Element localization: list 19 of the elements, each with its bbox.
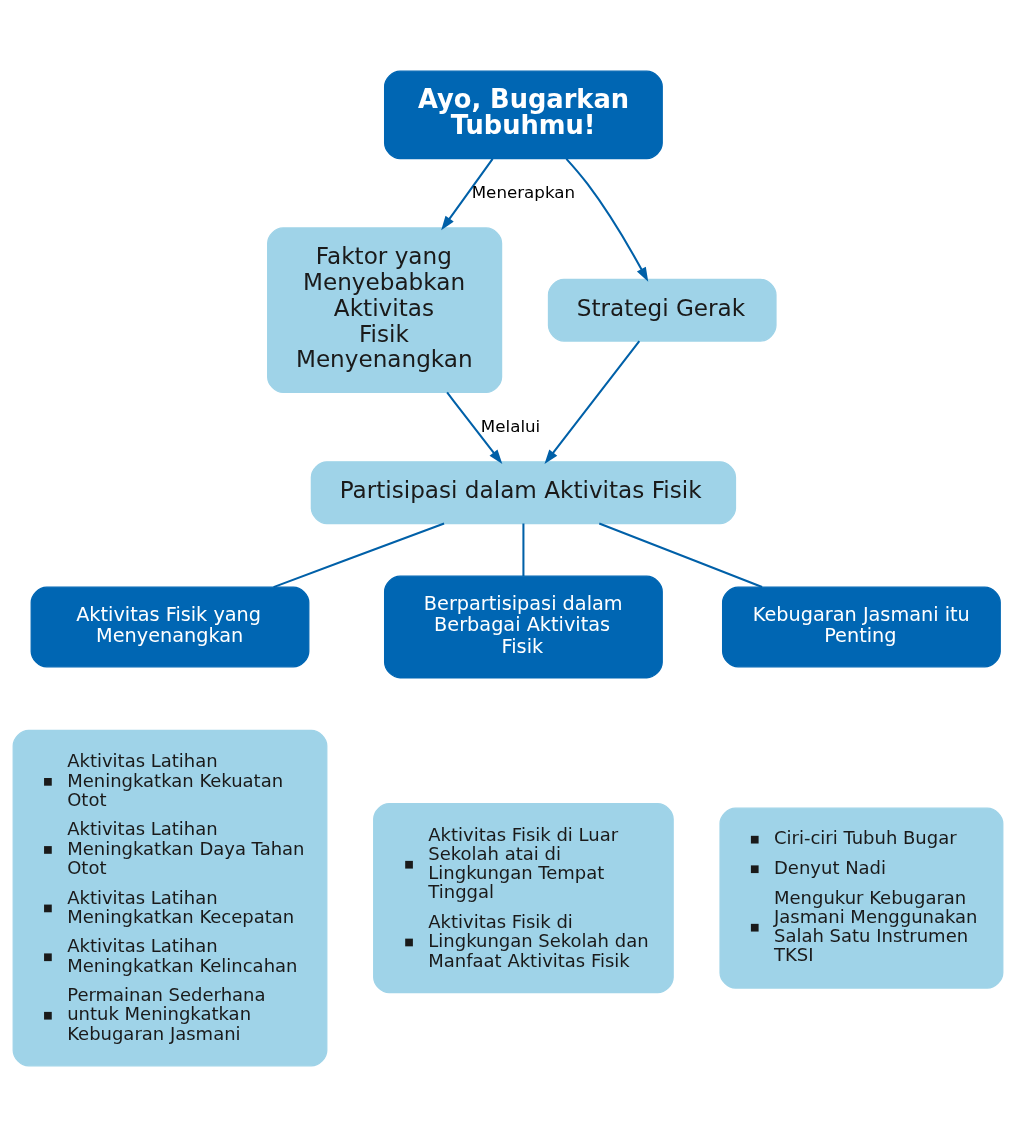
arrow — [565, 158, 649, 282]
node-box: Aktivitas Fisik di Luar Sekolah atai di Lingkungan Tempat Tinggal Aktivitas Fisik di Lingkungan Sekolah dan Manfaat Aktivitas Fisik — [373, 803, 674, 994]
connector — [598, 522, 763, 588]
node-box: Partisipasi dalam Aktivitas Fisik — [310, 461, 737, 525]
node-box: Kebugaran Jasmani itu Penting — [721, 586, 1001, 668]
node-box: Aktivitas Fisik yang Menyenangkan — [30, 586, 310, 668]
node-box: Strategi Gerak — [547, 278, 777, 342]
node-box: Faktor yang Menyebabkan Aktivitas Fisik Menyenangkan — [267, 227, 503, 394]
node-box: Ayo, Bugarkan Tubuhmu! — [383, 70, 663, 160]
edge-label: Melalui — [480, 415, 541, 436]
node-box: Aktivitas Latihan Meningkatkan Kekuatan Otot Aktivitas Latihan Meningkatkan Daya Tahan Otot Aktivitas Latihan Meningkatkan Kecepatan Aktivitas Latihan Meningkatkan Kelincahan Permainan Sederhana untuk Meningkatkan Kebugaran Jasmani — [12, 729, 328, 1067]
arrow — [446, 391, 503, 465]
node-box: Ciri-ciri Tubuh Bugar Denyut Nadi Mengukur Kebugaran Jasmani Menggunakan Salah Satu Instrumen TKSI — [719, 807, 1004, 989]
connector — [273, 522, 445, 589]
edge-label: Menerapkan — [471, 181, 576, 202]
arrow — [441, 158, 494, 231]
connector — [522, 523, 525, 577]
node-box: Berpartisipasi dalam Berbagai Aktivitas Fisik — [383, 575, 663, 679]
arrow — [544, 340, 641, 465]
